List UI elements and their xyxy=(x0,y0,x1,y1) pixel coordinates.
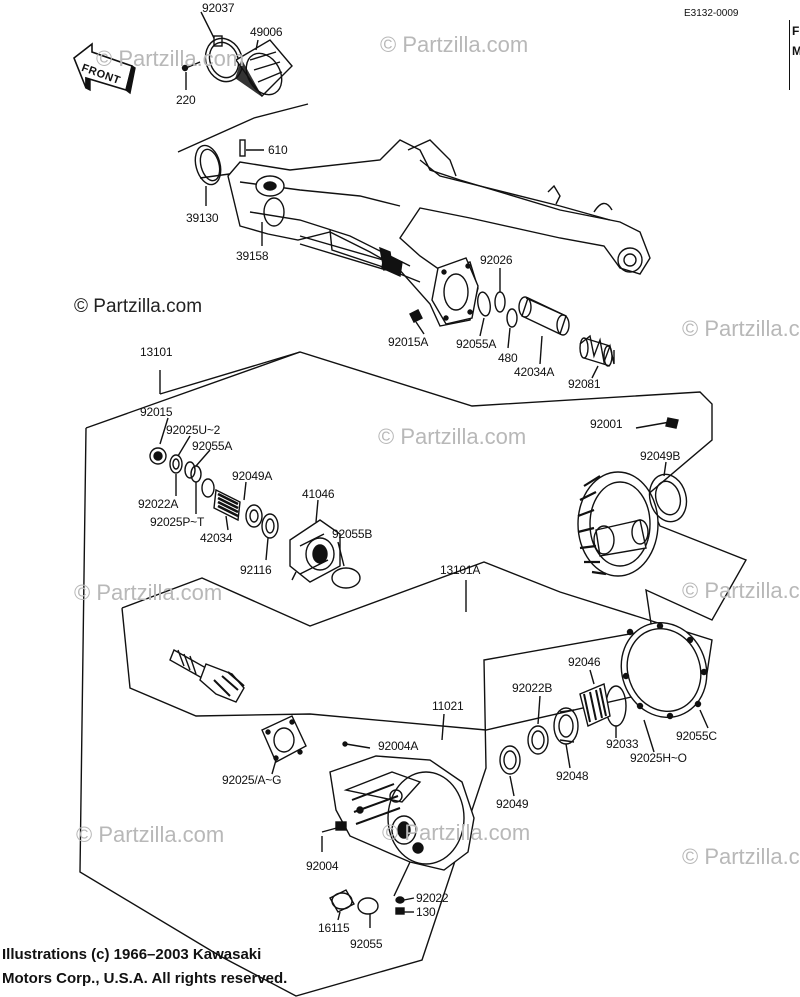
part-label-92022B[interactable]: 92022B xyxy=(512,681,553,695)
part-label-42034[interactable]: 42034 xyxy=(200,531,233,545)
seal-icon xyxy=(648,473,688,523)
part-label-39158[interactable]: 39158 xyxy=(236,249,269,263)
part-label-92116[interactable]: 92116 xyxy=(240,563,272,577)
part-label-16115[interactable]: 16115 xyxy=(318,921,350,935)
part-label-92055[interactable]: 92055 xyxy=(350,937,383,951)
bolt-icon xyxy=(635,417,679,429)
nut-icon xyxy=(149,447,167,465)
screw-icon xyxy=(181,61,201,72)
part-label-42034A[interactable]: 42034A xyxy=(514,365,555,379)
front-arrow-icon xyxy=(73,42,136,95)
watermark: © Partzilla.com xyxy=(382,820,531,845)
drain-bolt-icon xyxy=(395,896,405,915)
copyright-line-2: Motors Corp., U.S.A. All rights reserved… xyxy=(2,970,288,987)
part-label-92025H-O[interactable]: 92025H~O xyxy=(630,751,687,765)
part-label-92022A[interactable]: 92022A xyxy=(138,497,179,511)
part-label-92049[interactable]: 92049 xyxy=(496,797,529,811)
gear-case-icon xyxy=(329,755,475,871)
o-ring-icon xyxy=(477,291,491,317)
snap-ring-icon xyxy=(605,685,627,727)
shim-icon xyxy=(184,461,202,483)
watermark: © Partzilla.com xyxy=(96,46,245,71)
part-label-220[interactable]: 220 xyxy=(176,93,196,107)
bearing-race-icon xyxy=(553,707,579,745)
needle-bearing-icon xyxy=(579,683,611,727)
part-label-92025P-T[interactable]: 92025P~T xyxy=(150,515,205,529)
spring-icon xyxy=(579,334,615,367)
part-label-92048[interactable]: 92048 xyxy=(556,769,589,783)
part-label-49006[interactable]: 49006 xyxy=(250,25,283,39)
watermark: © Partzilla.com xyxy=(380,32,529,57)
cover-gasket-icon xyxy=(620,621,708,720)
part-label-92001[interactable]: 92001 xyxy=(590,417,623,431)
stud-icon xyxy=(321,821,347,833)
o-ring-icon xyxy=(357,897,379,915)
part-label-13101A[interactable]: 13101A xyxy=(440,563,481,577)
gasket-icon xyxy=(261,715,307,763)
part-label-92033[interactable]: 92033 xyxy=(606,737,639,751)
watermark: © Partzilla.com xyxy=(74,580,223,605)
part-label-92046[interactable]: 92046 xyxy=(568,655,601,669)
part-label-92049A[interactable]: 92049A xyxy=(232,469,273,483)
watermark-main: © Partzilla.com xyxy=(74,296,203,317)
edge-mark: F xyxy=(792,24,800,38)
seal-icon xyxy=(245,504,279,539)
shim-icon xyxy=(527,725,549,755)
watermark: © Partzilla.com xyxy=(76,822,225,847)
nut-icon xyxy=(409,309,423,323)
o-ring-icon xyxy=(201,478,215,498)
diagram-code: E3132-0009 xyxy=(684,8,739,19)
ring-gear-icon xyxy=(577,471,659,577)
edge-rule xyxy=(789,20,790,90)
part-label-92025-A-G[interactable]: 92025/A~G xyxy=(222,773,282,787)
ring-icon xyxy=(194,144,222,186)
drive-shaft-icon xyxy=(299,235,403,278)
seal-icon xyxy=(499,745,521,775)
stud-icon xyxy=(342,741,371,749)
part-label-92055A[interactable]: 92055A xyxy=(456,337,497,351)
part-label-13101[interactable]: 13101 xyxy=(140,345,173,359)
part-label-92015A[interactable]: 92015A xyxy=(388,335,429,349)
part-label-92022[interactable]: 92022 xyxy=(416,891,449,905)
subassembly-outline xyxy=(121,561,713,731)
part-label-92055B[interactable]: 92055B xyxy=(332,527,373,541)
part-label-92026[interactable]: 92026 xyxy=(480,253,513,267)
boot-clamp-icon xyxy=(204,35,244,83)
watermark: © Partzilla.com xyxy=(682,316,800,341)
part-label-39130[interactable]: 39130 xyxy=(186,211,219,225)
boot-icon xyxy=(234,39,293,98)
part-label-92055C[interactable]: 92055C xyxy=(676,729,717,743)
bearing-icon xyxy=(213,488,241,522)
part-label-11021[interactable]: 11021 xyxy=(432,699,464,713)
part-label-92015[interactable]: 92015 xyxy=(140,405,173,419)
part-label-130[interactable]: 130 xyxy=(416,905,436,919)
copyright-line-1: Illustrations (c) 1966–2003 Kawasaki xyxy=(2,946,262,963)
filler-plug-icon xyxy=(329,889,355,913)
part-label-92004[interactable]: 92004 xyxy=(306,859,339,873)
swing-arm-icon xyxy=(227,139,651,327)
part-label-92037[interactable]: 92037 xyxy=(202,1,235,15)
part-label-480[interactable]: 480 xyxy=(498,351,518,365)
edge-mark: M xyxy=(792,44,800,58)
watermark: © Partzilla.com xyxy=(682,844,800,869)
part-label-92049B[interactable]: 92049B xyxy=(640,449,681,463)
part-label-92055A-mid[interactable]: 92055A xyxy=(192,439,233,453)
bearing-housing-icon xyxy=(289,519,341,583)
washer-icon xyxy=(169,454,183,474)
part-label-92025U-2[interactable]: 92025U~2 xyxy=(166,423,221,437)
o-ring-icon xyxy=(331,567,361,589)
pinion-gear-icon xyxy=(169,648,245,703)
seal-ring-icon xyxy=(494,291,518,328)
watermark: © Partzilla.com xyxy=(682,578,800,603)
part-label-610[interactable]: 610 xyxy=(268,143,288,157)
part-label-41046[interactable]: 41046 xyxy=(302,487,335,501)
watermark: © Partzilla.com xyxy=(378,424,527,449)
sleeve-icon xyxy=(518,296,570,336)
part-label-92004A[interactable]: 92004A xyxy=(378,739,419,753)
part-label-92081[interactable]: 92081 xyxy=(568,377,601,391)
assembly-outline xyxy=(79,351,748,997)
